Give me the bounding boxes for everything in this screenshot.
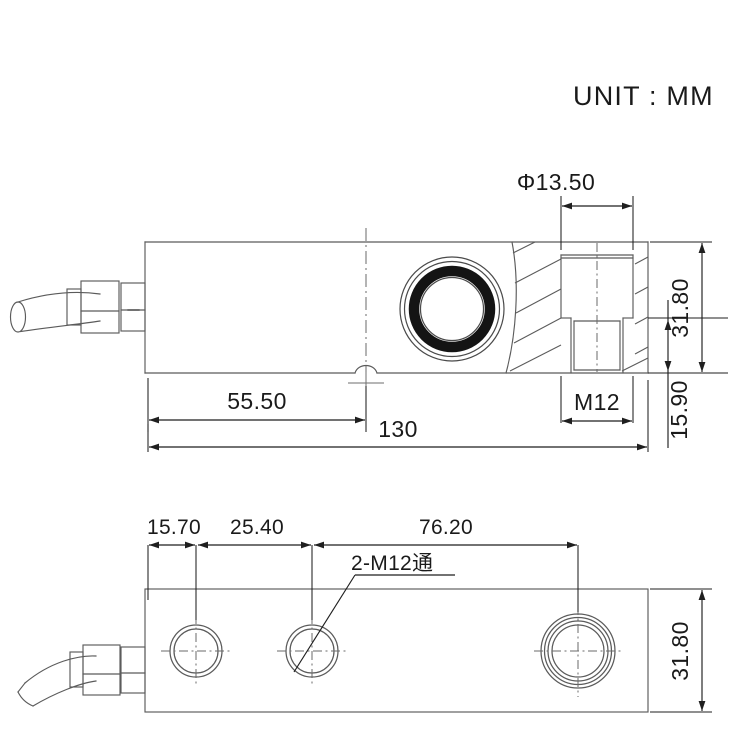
top-view-body [144, 588, 649, 713]
callout-2-m12-label: 2-M12通 [351, 552, 433, 575]
mounting-hole-1 [161, 615, 232, 687]
dim-bore-diameter: Φ13.50 [517, 169, 634, 250]
top-view-cable-gland [17, 644, 146, 707]
dim-thread-depth: 15.90 [648, 300, 728, 448]
dim-side-body-height: 31.80 [650, 241, 712, 374]
dim-edge-to-hole1-label: 15.70 [147, 516, 201, 539]
dim-side-body-height-label: 31.80 [667, 278, 693, 338]
dim-thread-size-label: M12 [574, 389, 620, 415]
dim-hole1-to-hole2-label: 25.40 [230, 516, 284, 539]
dim-top-body-width: 31.80 [650, 588, 712, 713]
dim-hole2-to-hole3: 76.20 [314, 516, 579, 612]
threaded-bore [560, 243, 634, 374]
dim-hole1-to-hole2: 25.40 [198, 516, 313, 620]
load-hole [534, 606, 623, 697]
top-view: 2-M12通 15.70 25.40 [17, 516, 712, 713]
dim-center-distance: 55.50 [147, 378, 367, 432]
dim-center-distance-label: 55.50 [227, 388, 287, 414]
mounting-hole-2 [277, 615, 348, 687]
callout-2-m12: 2-M12通 [293, 552, 455, 673]
dim-top-body-width-label: 31.80 [667, 621, 693, 681]
dim-overall-length-label: 130 [378, 416, 418, 442]
dim-bore-diameter-label: Φ13.50 [517, 169, 595, 195]
side-view: Φ13.50 31.80 15.90 [9, 169, 728, 452]
dim-edge-to-hole1: 15.70 [147, 516, 201, 620]
side-view-cable-gland [9, 280, 146, 334]
load-button [399, 256, 505, 362]
section-hatch [505, 241, 649, 374]
dim-overall-length: 130 [147, 380, 649, 452]
dim-thread-depth-label: 15.90 [666, 380, 692, 440]
dim-hole2-to-hole3-label: 76.20 [419, 516, 473, 539]
unit-note: UNIT : MM [573, 81, 714, 111]
side-view-body [144, 241, 649, 374]
dim-thread-size: M12 [560, 376, 634, 425]
